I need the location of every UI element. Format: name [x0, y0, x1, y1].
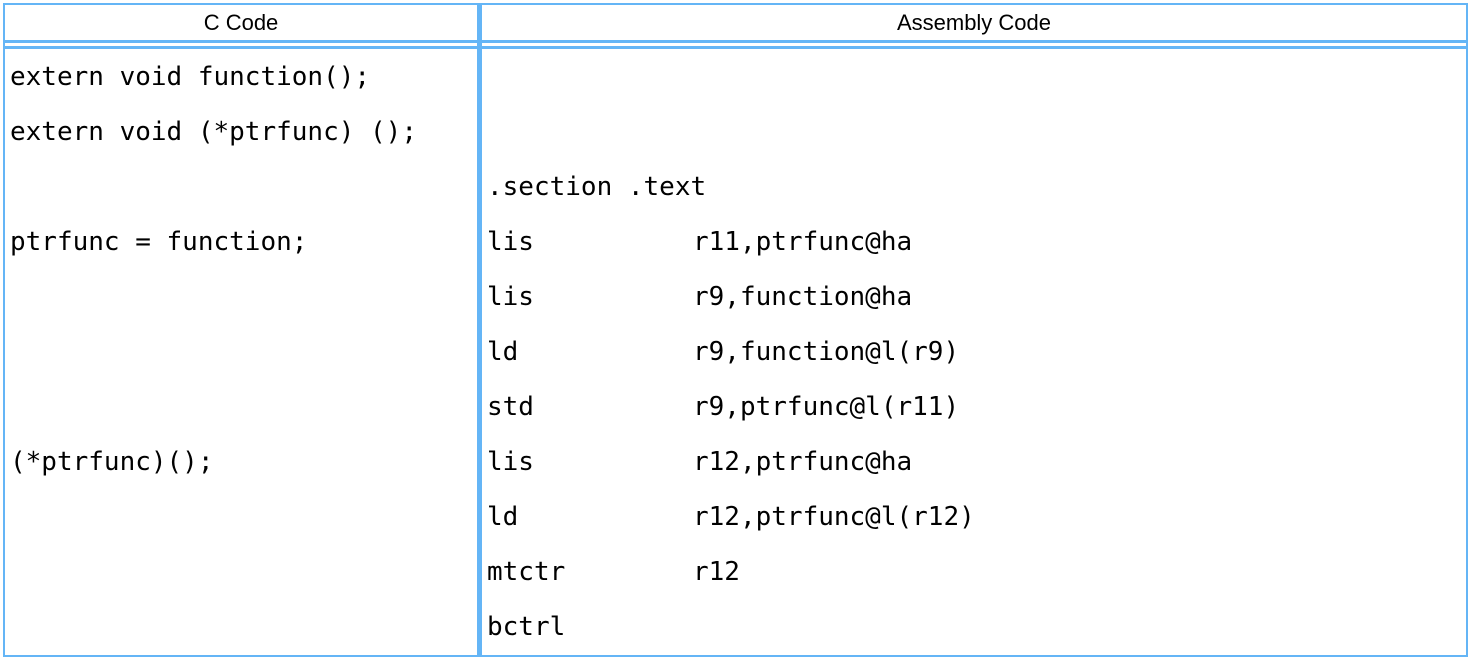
table-header-row: C Code Assembly Code [5, 5, 1466, 43]
asm-operands: r9,function@ha [693, 281, 913, 312]
asm-mnemonic: bctrl [487, 611, 566, 642]
c-code-cell: (*ptrfunc)(); [10, 446, 214, 477]
asm-operands: r11,ptrfunc@ha [693, 226, 913, 257]
code-comparison-table: C Code Assembly Code extern void functio… [3, 3, 1468, 657]
c-code-cell: ptrfunc = function; [10, 226, 308, 257]
table-row: .section .text [5, 159, 1466, 214]
asm-mnemonic: ld [487, 501, 519, 532]
asm-mnemonic: lis [487, 281, 534, 312]
asm-code-cell: std r9,ptrfunc@l(r11) [482, 392, 1466, 422]
asm-mnemonic: lis [487, 226, 534, 257]
asm-directive: .section .text [487, 171, 707, 202]
header-separator-gap [5, 43, 1466, 46]
asm-code-cell: lis r11,ptrfunc@ha [482, 227, 1466, 257]
asm-operands: r12,ptrfunc@l(r12) [693, 501, 975, 532]
header-assembly-code: Assembly Code [896, 9, 1052, 35]
header-separator-line [5, 46, 1466, 49]
table-body: extern void function(); extern void (*pt… [5, 49, 1466, 654]
table-row: extern void (*ptrfunc) (); [5, 104, 1466, 159]
table-row: (*ptrfunc)(); lis r12,ptrfunc@ha [5, 434, 1466, 489]
asm-mnemonic: lis [487, 446, 534, 477]
asm-operands: r12 [693, 556, 740, 587]
asm-operands: r9,ptrfunc@l(r11) [693, 391, 960, 422]
asm-code-cell: ld r9,function@l(r9) [482, 337, 1466, 367]
asm-code-cell: lis r9,function@ha [482, 282, 1466, 312]
asm-code-cell: .section .text [482, 172, 1466, 202]
table-row: ptrfunc = function; lis r11,ptrfunc@ha [5, 214, 1466, 269]
table-row: mtctr r12 [5, 544, 1466, 599]
asm-operands: r12,ptrfunc@ha [693, 446, 913, 477]
column-divider [477, 5, 482, 655]
asm-mnemonic: mtctr [487, 556, 566, 587]
c-code-cell: extern void function(); [10, 61, 371, 92]
asm-code-cell: lis r12,ptrfunc@ha [482, 447, 1466, 477]
c-code-cell: extern void (*ptrfunc) (); [10, 116, 417, 147]
asm-code-cell: bctrl [482, 612, 1466, 642]
asm-code-cell: mtctr r12 [482, 557, 1466, 587]
asm-mnemonic: ld [487, 336, 519, 367]
asm-code-cell: ld r12,ptrfunc@l(r12) [482, 502, 1466, 532]
header-c-code: C Code [203, 9, 279, 35]
asm-operands: r9,function@l(r9) [693, 336, 960, 367]
table-row: ld r12,ptrfunc@l(r12) [5, 489, 1466, 544]
table-row: bctrl [5, 599, 1466, 654]
table-row: extern void function(); [5, 49, 1466, 104]
table-row: ld r9,function@l(r9) [5, 324, 1466, 379]
table-row: std r9,ptrfunc@l(r11) [5, 379, 1466, 434]
table-row: lis r9,function@ha [5, 269, 1466, 324]
asm-mnemonic: std [487, 391, 534, 422]
